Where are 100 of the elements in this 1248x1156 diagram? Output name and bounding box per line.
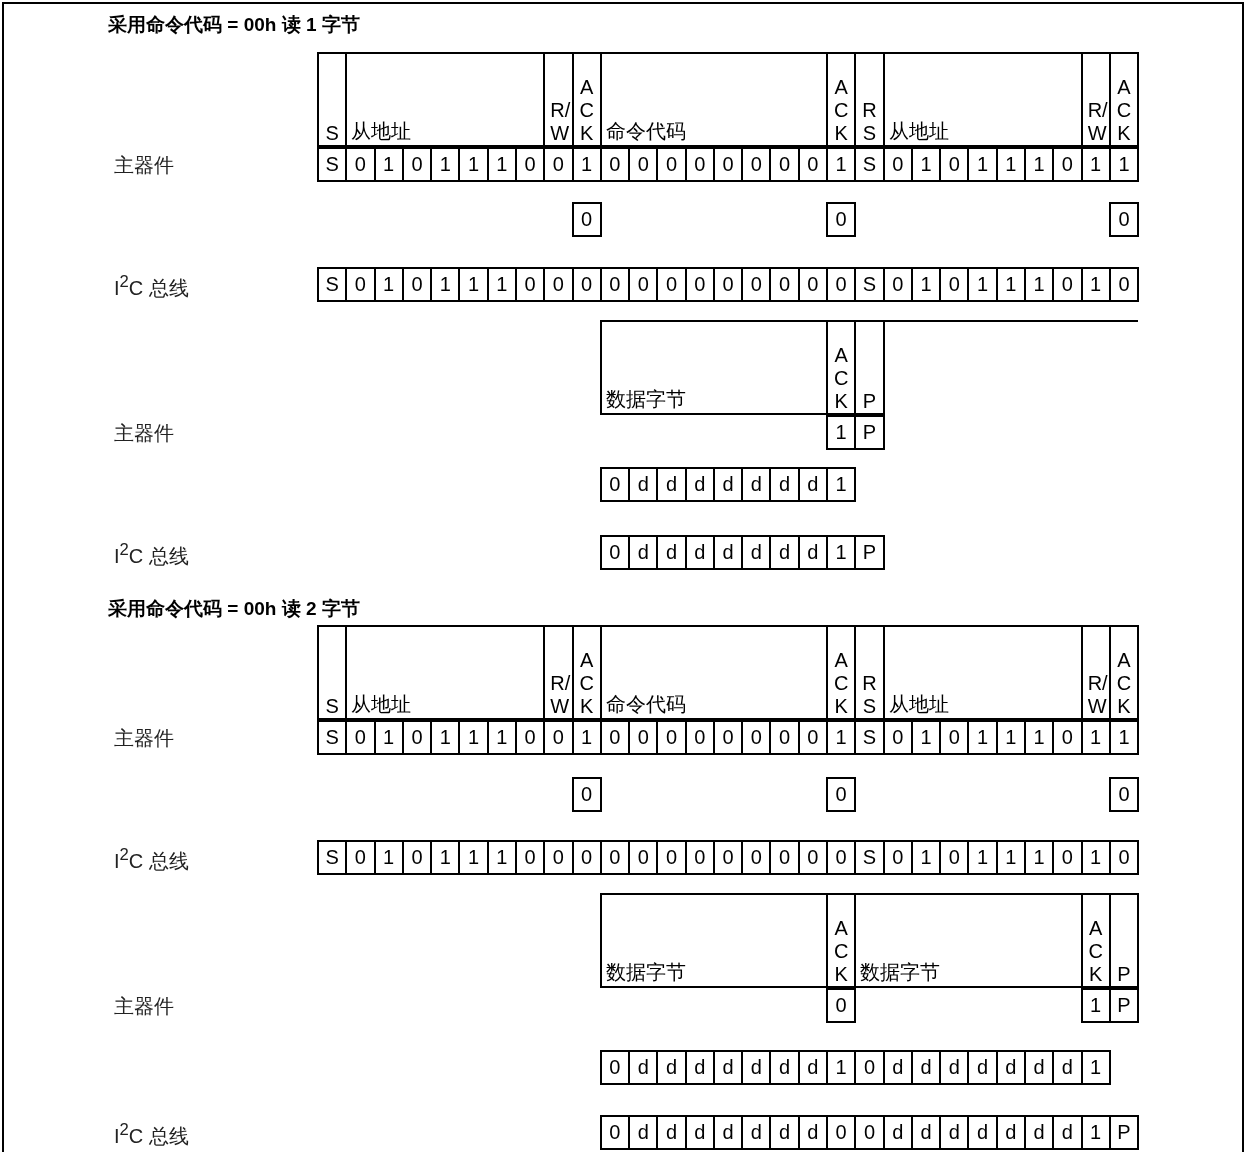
bit-cell: P <box>854 415 885 450</box>
bit-cell: d <box>1052 1050 1083 1085</box>
bit-cell: 0 <box>543 840 574 875</box>
bit-cell: d <box>769 467 800 502</box>
bit-cell: 1 <box>486 147 517 182</box>
bit-cell: 0 <box>571 202 602 237</box>
bit-cell: 1 <box>826 1050 857 1085</box>
bit-cell: 1 <box>1080 720 1111 755</box>
bit-cell: 0 <box>854 1115 885 1150</box>
bit-cell: S <box>317 840 348 875</box>
section-title: 采用命令代码 = 00h 读 2 字节 <box>108 597 360 621</box>
field-header: R/W <box>543 52 574 147</box>
bit-cell: 0 <box>939 147 970 182</box>
bit-cell: S <box>854 147 885 182</box>
bit-cell: S <box>854 840 885 875</box>
bit-cell: d <box>882 1115 913 1150</box>
bit-cell: 1 <box>826 535 857 570</box>
bit-cell: 1 <box>430 840 461 875</box>
bit-cell: 0 <box>769 840 800 875</box>
bit-cell: 0 <box>826 777 857 812</box>
bit-cell: d <box>656 535 687 570</box>
bit-cell: d <box>967 1115 998 1150</box>
field-header: 数据字节 <box>599 320 829 415</box>
bit-cell: d <box>769 535 800 570</box>
bit-cell: 1 <box>430 147 461 182</box>
field-header: 数据字节 <box>599 893 829 988</box>
bit-cell: 0 <box>401 840 433 875</box>
bit-cell: 0 <box>571 777 602 812</box>
field-header: 从地址 <box>345 625 546 720</box>
bit-cell: d <box>656 467 687 502</box>
bit-cell: 0 <box>712 840 744 875</box>
bit-cell: d <box>656 1050 687 1085</box>
field-header: ACK <box>826 625 857 720</box>
bit-cell: 0 <box>684 147 715 182</box>
bit-cell: S <box>854 720 885 755</box>
bit-cell: 0 <box>345 147 376 182</box>
bit-cell: 1 <box>1080 147 1111 182</box>
bit-cell: 0 <box>656 267 687 302</box>
bit-cell: S <box>317 267 348 302</box>
bit-cell: d <box>939 1115 970 1150</box>
bit-cell: 0 <box>571 267 602 302</box>
field-header: ACK <box>1108 52 1140 147</box>
bit-cell: 0 <box>1052 267 1083 302</box>
bit-cell: 1 <box>571 720 602 755</box>
field-header: 命令代码 <box>599 625 829 720</box>
bit-cell: 1 <box>458 840 489 875</box>
bit-cell: 0 <box>345 720 376 755</box>
bit-cell: d <box>684 1050 715 1085</box>
bit-cell: 0 <box>797 267 828 302</box>
bit-cell: 0 <box>741 147 772 182</box>
bit-cell: d <box>1024 1050 1055 1085</box>
bit-cell: 0 <box>684 840 715 875</box>
field-header: 命令代码 <box>599 52 829 147</box>
bit-cell: d <box>741 1050 772 1085</box>
bit-cell: 0 <box>1052 720 1083 755</box>
bit-cell: 1 <box>1080 988 1111 1023</box>
bit-cell: 0 <box>543 720 574 755</box>
bit-cell: 0 <box>599 467 631 502</box>
bit-cell: 1 <box>910 267 942 302</box>
field-header: 数据字节 <box>854 893 1083 988</box>
bit-cell: 0 <box>656 720 687 755</box>
bit-cell: 1 <box>373 147 404 182</box>
bit-cell: S <box>854 267 885 302</box>
bit-cell: d <box>684 467 715 502</box>
row-label: I$^{2}$C 总线 <box>114 1120 189 1149</box>
field-header: ACK <box>571 625 602 720</box>
bit-cell: 1 <box>1108 720 1140 755</box>
bit-cell: 0 <box>939 267 970 302</box>
bit-cell: 1 <box>458 267 489 302</box>
field-header: RS <box>854 52 885 147</box>
bit-cell: 0 <box>882 267 913 302</box>
bit-cell: 0 <box>826 202 857 237</box>
field-header: ACK <box>826 893 857 988</box>
bit-cell: 1 <box>826 415 857 450</box>
bit-cell: 1 <box>1080 1115 1111 1150</box>
bit-cell: d <box>797 535 828 570</box>
bit-cell: d <box>769 1050 800 1085</box>
bit-cell: 0 <box>628 267 659 302</box>
bit-cell: 1 <box>826 147 857 182</box>
bit-cell: 0 <box>882 147 913 182</box>
bit-cell: d <box>882 1050 913 1085</box>
bit-cell: 0 <box>741 840 772 875</box>
bit-cell: 0 <box>1108 840 1140 875</box>
bit-cell: 0 <box>599 267 631 302</box>
field-header: ACK <box>826 320 857 415</box>
field-header: ACK <box>826 52 857 147</box>
section-title: 采用命令代码 = 00h 读 1 字节 <box>108 13 360 37</box>
bit-cell: 0 <box>769 267 800 302</box>
bit-cell: 0 <box>514 267 546 302</box>
bit-cell: 1 <box>373 720 404 755</box>
bit-cell: d <box>712 535 744 570</box>
bit-cell: P <box>1108 1115 1140 1150</box>
bit-cell: 0 <box>882 840 913 875</box>
bit-cell: d <box>1024 1115 1055 1150</box>
bit-cell: d <box>910 1050 942 1085</box>
bit-cell: d <box>628 535 659 570</box>
bit-cell: 1 <box>486 267 517 302</box>
bit-cell: d <box>628 1115 659 1150</box>
bit-cell: 0 <box>401 147 433 182</box>
bit-cell: 0 <box>345 840 376 875</box>
